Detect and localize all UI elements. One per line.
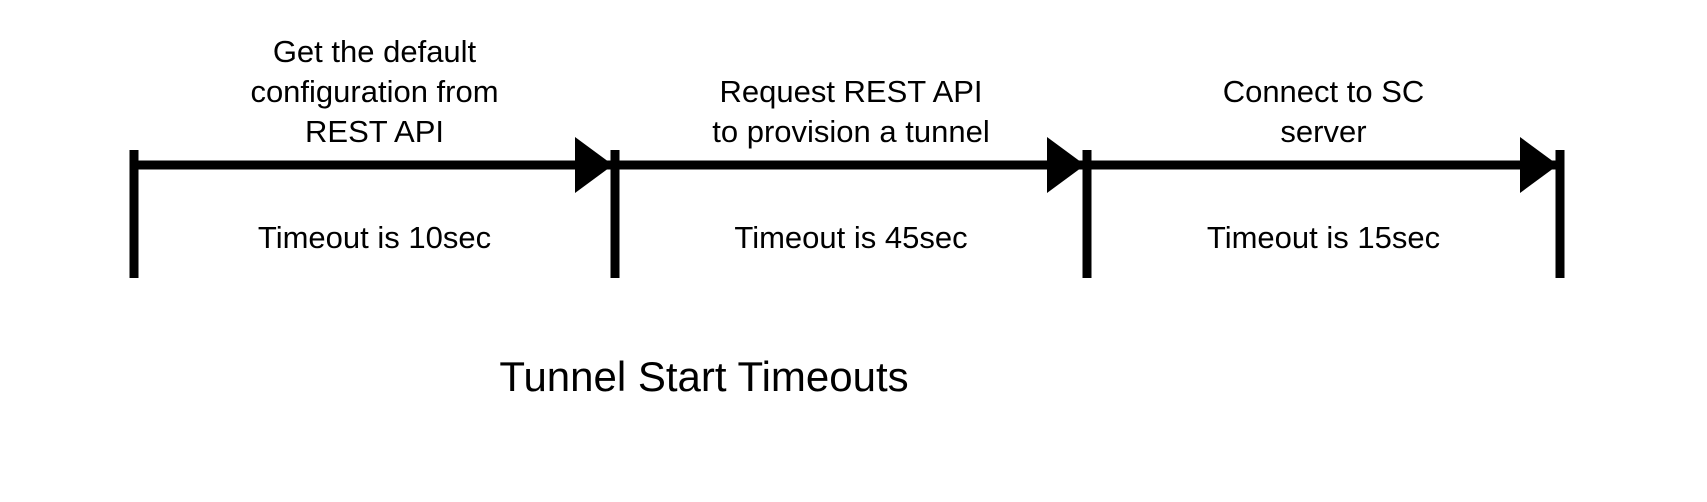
arrowhead-icon-segment-2 [1047,137,1085,193]
segment-3-bottom-label: Timeout is 15sec [1206,220,1441,255]
segment-2-bottom-label: Timeout is 45sec [734,220,968,255]
diagram-title: Tunnel Start Timeouts [499,353,909,400]
segment-1-top-label: Get the default configuration from REST … [250,34,499,149]
segment-3-top-label: Connect to SC server [1222,74,1425,149]
arrowhead-icon-segment-3 [1520,137,1558,193]
arrowhead-icon-segment-1 [575,137,613,193]
segment-2-top-label: Request REST API to provision a tunnel [712,74,990,149]
segment-1-bottom-label: Timeout is 10sec [257,220,492,255]
